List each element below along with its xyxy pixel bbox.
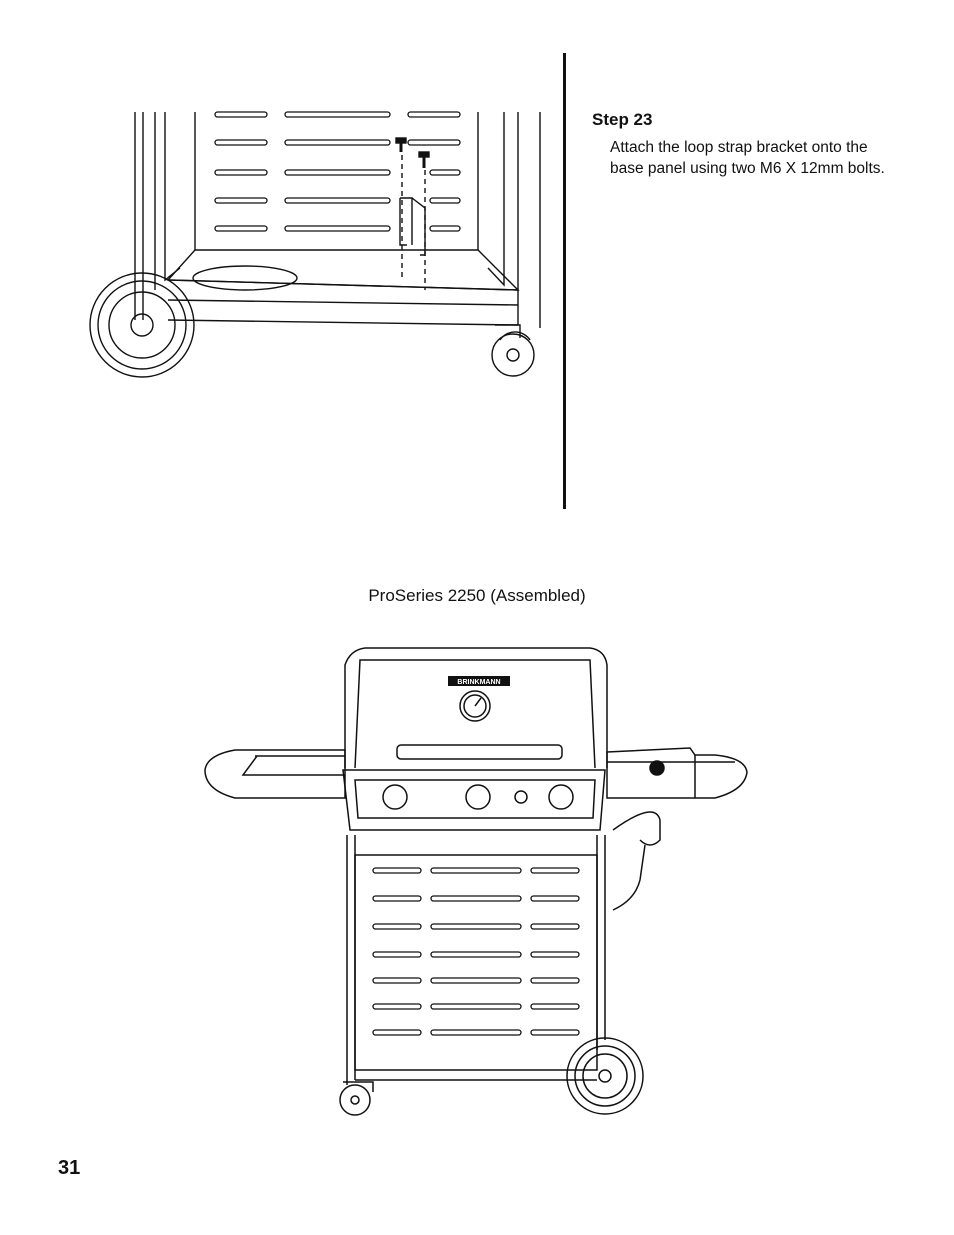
step-title: Step 23 (592, 110, 653, 129)
column-divider (563, 53, 566, 509)
brand-label-plate (448, 676, 510, 686)
brand-label: BRINKMANN (457, 679, 500, 686)
base-panel-illustration (89, 111, 541, 378)
step-instruction: Attach the loop strap bracket onto the b… (610, 139, 885, 177)
page-number: 31 (58, 1157, 81, 1179)
assembled-grill-illustration: BRINKMANN (204, 647, 748, 1116)
assembled-caption: ProSeries 2250 (Assembled) (368, 586, 586, 605)
